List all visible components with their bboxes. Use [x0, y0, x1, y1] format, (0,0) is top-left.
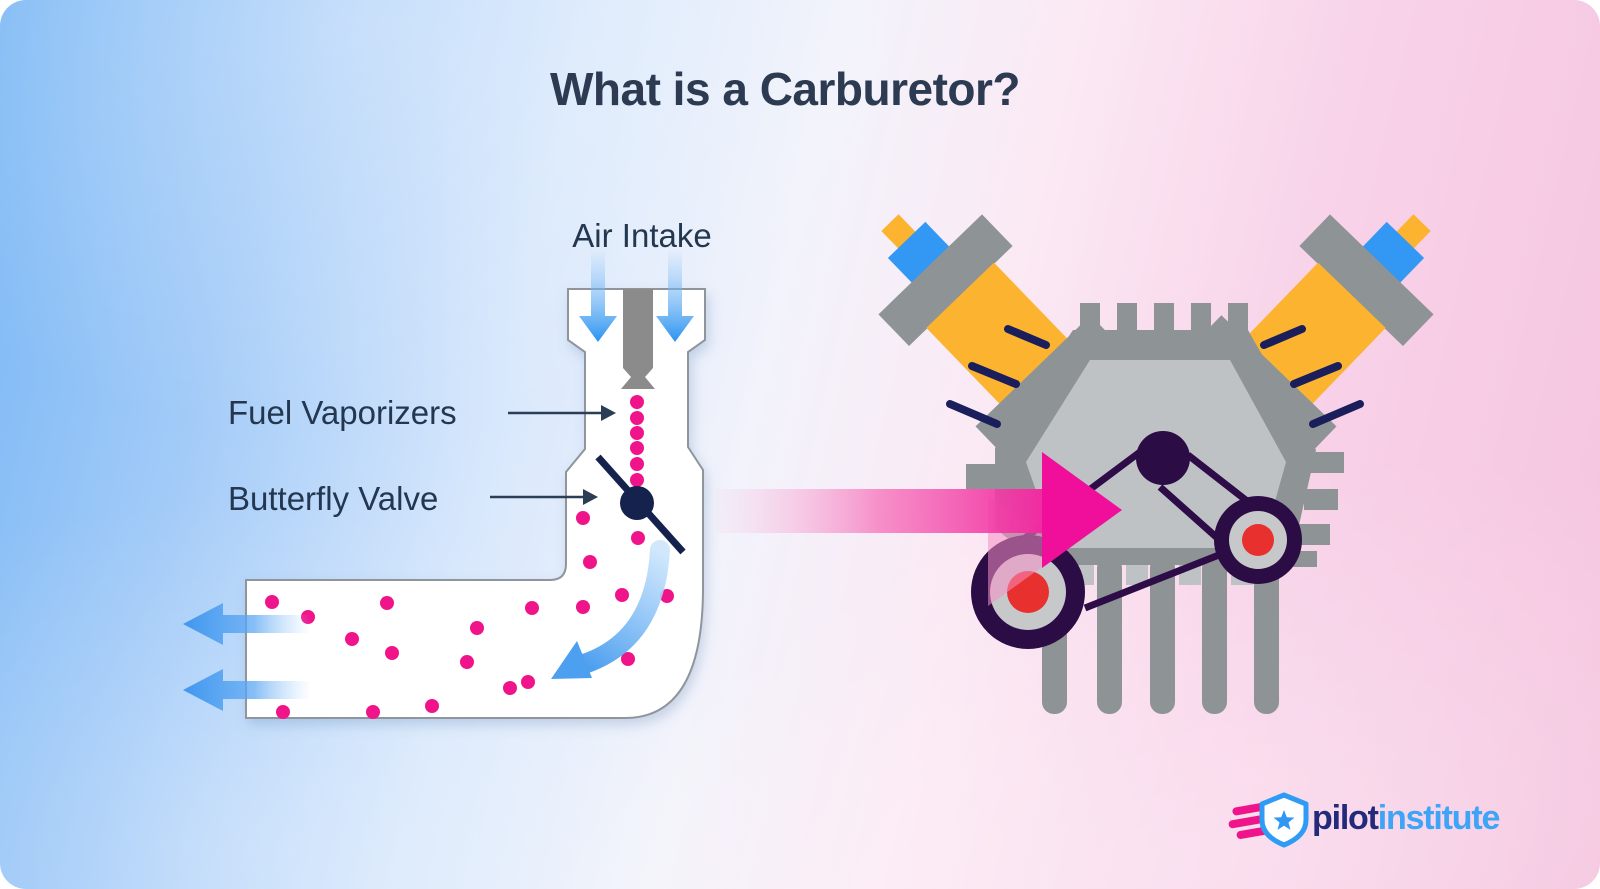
pilot-institute-logo-icon: [1228, 792, 1309, 848]
logo-word-institute: institute: [1377, 799, 1501, 837]
mixture-flow-arrow-icon: [716, 452, 1122, 606]
cylinder-fins: [946, 325, 1364, 428]
pilot-institute-wordmark: pilotinstitute: [1312, 799, 1501, 837]
fuel-vaporizers-pointer: [508, 405, 616, 421]
exit-flow-arrow-icon: [183, 603, 310, 645]
engine-illustration: [878, 214, 1434, 714]
pulley-icon: [1214, 496, 1302, 584]
needle-valve-icon: [621, 289, 655, 389]
carburetor-illustration: [183, 250, 706, 719]
belt-tensioner-icon: [1136, 431, 1190, 485]
wings-icon: [1228, 803, 1269, 839]
fuel-vaporizer-dots: [265, 395, 674, 719]
curved-flow-arrow-icon: [551, 540, 670, 679]
butterfly-valve-icon: [595, 454, 686, 555]
butterfly-valve-pointer: [490, 489, 598, 505]
page-title: What is a Carburetor?: [549, 63, 1021, 115]
exit-flow-arrow-icon: [183, 669, 310, 711]
spark-plug-icon: [1361, 221, 1425, 284]
engine-top-teeth: [1080, 303, 1248, 332]
air-intake-arrow-icon: [579, 250, 617, 342]
engine-left-stub: [966, 464, 1002, 489]
air-intake-arrow-icon: [656, 250, 694, 342]
butterfly-valve-label: Butterfly Valve: [228, 480, 439, 517]
air-intake-label: Air Intake: [572, 217, 712, 254]
carburetor-tube: [245, 288, 706, 719]
logo-word-pilot: pilot: [1312, 799, 1379, 837]
star-icon: [1273, 810, 1295, 830]
engine-side-teeth: [1287, 452, 1344, 567]
fuel-vaporizers-label: Fuel Vaporizers: [228, 394, 457, 431]
spark-plug-icon: [887, 221, 951, 284]
